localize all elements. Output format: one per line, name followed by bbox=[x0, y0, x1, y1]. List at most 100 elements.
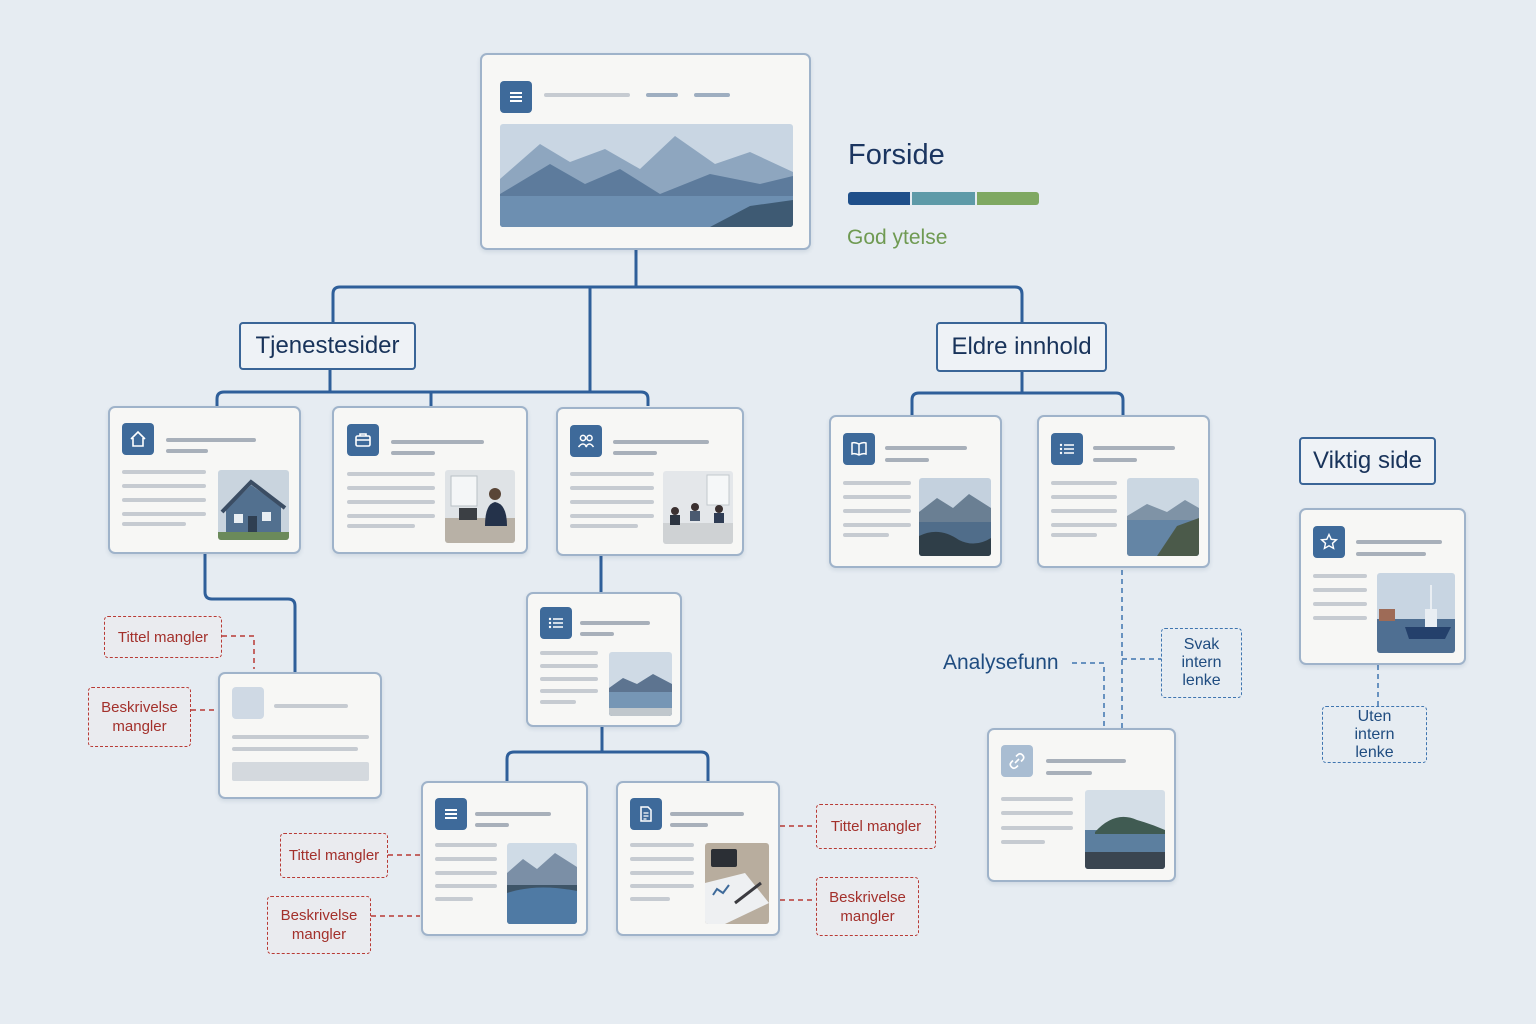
title-bar bbox=[1356, 552, 1426, 556]
house-image bbox=[218, 470, 289, 540]
performance-segment-1 bbox=[848, 192, 911, 205]
group-label-older[interactable]: Eldre innhold bbox=[936, 322, 1107, 372]
warning-description-missing: Beskrivelse mangler bbox=[88, 687, 191, 747]
warn-line-1 bbox=[222, 635, 255, 669]
title-bar bbox=[166, 438, 256, 442]
text-bar bbox=[630, 897, 670, 901]
title-bar bbox=[885, 458, 929, 462]
warning-title-missing: Tittel mangler bbox=[816, 804, 936, 849]
connector-services bbox=[215, 370, 650, 406]
text-bar bbox=[1051, 509, 1117, 513]
note-line-weak bbox=[1121, 570, 1161, 728]
text-bar bbox=[1001, 826, 1073, 830]
hero-image bbox=[500, 124, 793, 227]
text-bar bbox=[843, 509, 911, 513]
text-bar bbox=[630, 843, 694, 847]
title-bar bbox=[670, 823, 708, 827]
text-bar bbox=[540, 700, 576, 704]
nav-bar bbox=[694, 93, 730, 97]
text-bar bbox=[570, 500, 654, 504]
service-page-card[interactable] bbox=[108, 406, 301, 554]
text-bar bbox=[843, 495, 911, 499]
book-icon bbox=[843, 433, 875, 465]
child-page-card[interactable] bbox=[421, 781, 588, 936]
title-bar bbox=[391, 451, 435, 455]
note-no-internal-link: Uten intern lenke bbox=[1322, 706, 1427, 763]
star-icon bbox=[1313, 526, 1345, 558]
text-bar bbox=[570, 472, 654, 476]
menu-icon bbox=[435, 798, 467, 830]
text-bar bbox=[630, 871, 694, 875]
warning-description-missing: Beskrivelse mangler bbox=[267, 896, 371, 954]
title-bar bbox=[274, 704, 348, 708]
text-bar bbox=[435, 897, 473, 901]
text-bar bbox=[347, 486, 435, 490]
connector-home bbox=[331, 250, 1024, 392]
important-page-card[interactable] bbox=[1299, 508, 1466, 665]
text-bar bbox=[540, 677, 598, 681]
list-icon bbox=[1051, 433, 1083, 465]
older-page-card[interactable] bbox=[1037, 415, 1210, 568]
service-page-card[interactable] bbox=[332, 406, 528, 554]
house-icon bbox=[122, 423, 154, 455]
text-bar bbox=[347, 500, 435, 504]
warning-description-missing: Beskrivelse mangler bbox=[816, 877, 919, 936]
text-bar bbox=[540, 651, 598, 655]
title-bar bbox=[1356, 540, 1442, 544]
text-bar bbox=[435, 843, 497, 847]
warning-title-missing: Tittel mangler bbox=[104, 616, 222, 658]
text-bar bbox=[122, 498, 206, 502]
connector-older bbox=[910, 372, 1125, 415]
nav-bar bbox=[646, 93, 678, 97]
text-bar bbox=[570, 486, 654, 490]
coast-image bbox=[1127, 478, 1199, 556]
child-page-card[interactable] bbox=[526, 592, 682, 727]
title-bar bbox=[613, 451, 657, 455]
older-page-card[interactable] bbox=[829, 415, 1002, 568]
placeholder-icon bbox=[232, 687, 264, 719]
title-bar bbox=[1046, 771, 1092, 775]
text-bar bbox=[540, 689, 598, 693]
text-bar bbox=[347, 514, 435, 518]
island-image bbox=[1085, 790, 1165, 869]
title-bar bbox=[613, 440, 709, 444]
text-bar bbox=[347, 524, 415, 528]
performance-segment-3 bbox=[976, 192, 1039, 205]
document-icon bbox=[630, 798, 662, 830]
text-bar bbox=[435, 884, 497, 888]
text-bar bbox=[435, 857, 497, 861]
text-bar bbox=[1051, 495, 1117, 499]
child-page-card[interactable] bbox=[218, 672, 382, 799]
group-label-services[interactable]: Tjenestesider bbox=[239, 322, 416, 370]
briefcase-icon bbox=[347, 424, 379, 456]
group-label-important[interactable]: Viktig side bbox=[1299, 437, 1436, 485]
text-bar bbox=[122, 470, 206, 474]
list-icon bbox=[540, 607, 572, 639]
lake-image bbox=[609, 652, 672, 716]
text-bar bbox=[1001, 840, 1045, 844]
text-bar bbox=[570, 514, 654, 518]
connector-list-children bbox=[505, 727, 710, 781]
weak-link-page-card[interactable] bbox=[987, 728, 1176, 882]
title-bar bbox=[670, 812, 744, 816]
note-line-analysis bbox=[1072, 662, 1105, 728]
text-bar bbox=[435, 871, 497, 875]
service-page-card[interactable] bbox=[556, 407, 744, 556]
title-bar bbox=[580, 632, 614, 636]
text-bar bbox=[540, 664, 598, 668]
text-bar bbox=[1313, 574, 1367, 578]
title-bar bbox=[885, 446, 967, 450]
child-page-card[interactable] bbox=[616, 781, 780, 936]
text-bar bbox=[630, 884, 694, 888]
home-page-card[interactable] bbox=[480, 53, 811, 250]
title-bar bbox=[1093, 458, 1137, 462]
performance-segment-2 bbox=[912, 192, 975, 205]
text-bar bbox=[1001, 797, 1073, 801]
nav-bar bbox=[544, 93, 630, 97]
link-icon bbox=[1001, 745, 1033, 777]
text-bar bbox=[122, 522, 186, 526]
menu-icon bbox=[500, 81, 532, 113]
title-bar bbox=[580, 621, 650, 625]
text-bar bbox=[843, 481, 911, 485]
analysis-label: Analysefunn bbox=[943, 651, 1059, 674]
